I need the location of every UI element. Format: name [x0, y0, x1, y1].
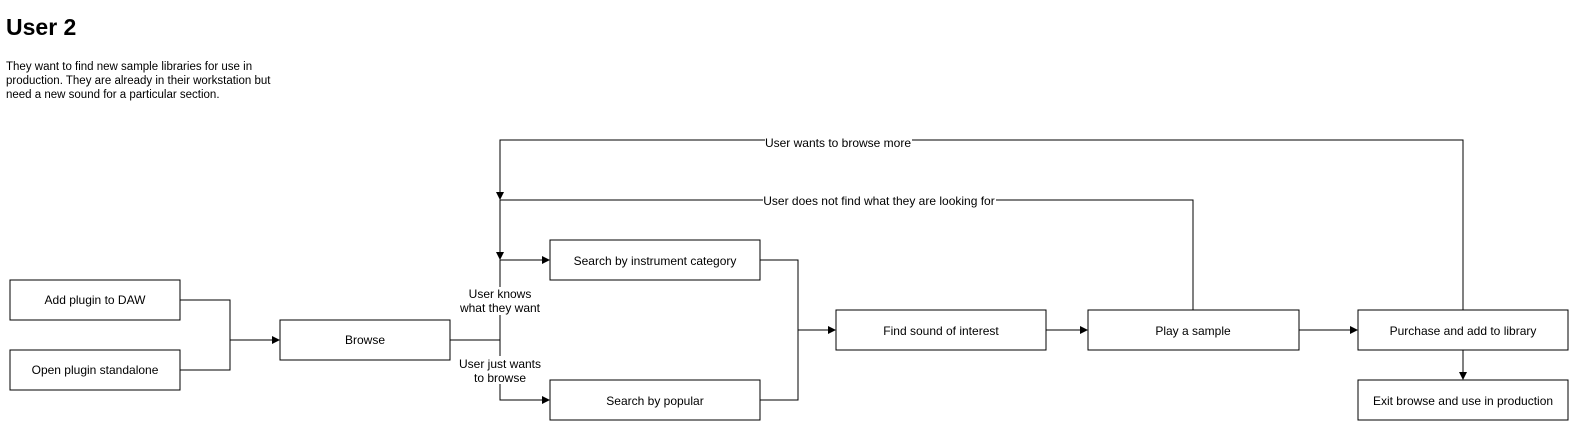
node-purchase-label: Purchase and add to library	[1390, 324, 1537, 338]
node-exit-browse-label: Exit browse and use in production	[1373, 394, 1553, 408]
node-search-popular-label: Search by popular	[606, 394, 703, 408]
edge-add-plugin-to-merge	[180, 299, 231, 340]
edge-instrument-to-find	[760, 259, 836, 334]
node-exit-browse: Exit browse and use in production	[1357, 379, 1569, 421]
node-purchase: Purchase and add to library	[1357, 309, 1569, 351]
edge-standalone-to-merge	[180, 340, 231, 371]
label-to-browse: to browse	[474, 371, 526, 385]
label-user-knows: User knows	[469, 287, 532, 301]
node-search-instrument: Search by instrument category	[549, 239, 761, 281]
user-description: They want to find new sample libraries f…	[6, 61, 271, 101]
node-add-plugin: Add plugin to DAW	[9, 279, 181, 321]
node-find-sound: Find sound of interest	[835, 309, 1047, 351]
node-add-plugin-label: Add plugin to DAW	[45, 293, 147, 307]
label-browse-more: User wants to browse more	[765, 136, 911, 150]
edge-popular-to-find	[760, 330, 799, 401]
label-just-wants: User just wants	[459, 357, 541, 371]
label-what-they-want: what they want	[459, 301, 541, 315]
edge-browse-more-loop	[496, 139, 1464, 310]
node-search-instrument-label: Search by instrument category	[574, 254, 737, 268]
node-play-sample: Play a sample	[1087, 309, 1300, 351]
page-title: User 2	[6, 14, 77, 40]
node-search-popular: Search by popular	[549, 379, 761, 421]
node-open-standalone-label: Open plugin standalone	[32, 363, 159, 377]
node-find-sound-label: Find sound of interest	[883, 324, 999, 338]
label-not-found: User does not find what they are looking…	[763, 194, 994, 208]
node-play-sample-label: Play a sample	[1155, 324, 1231, 338]
node-open-standalone: Open plugin standalone	[9, 349, 181, 391]
node-browse: Browse	[279, 319, 451, 361]
node-browse-label: Browse	[345, 333, 385, 347]
flow-edges	[180, 139, 1467, 404]
